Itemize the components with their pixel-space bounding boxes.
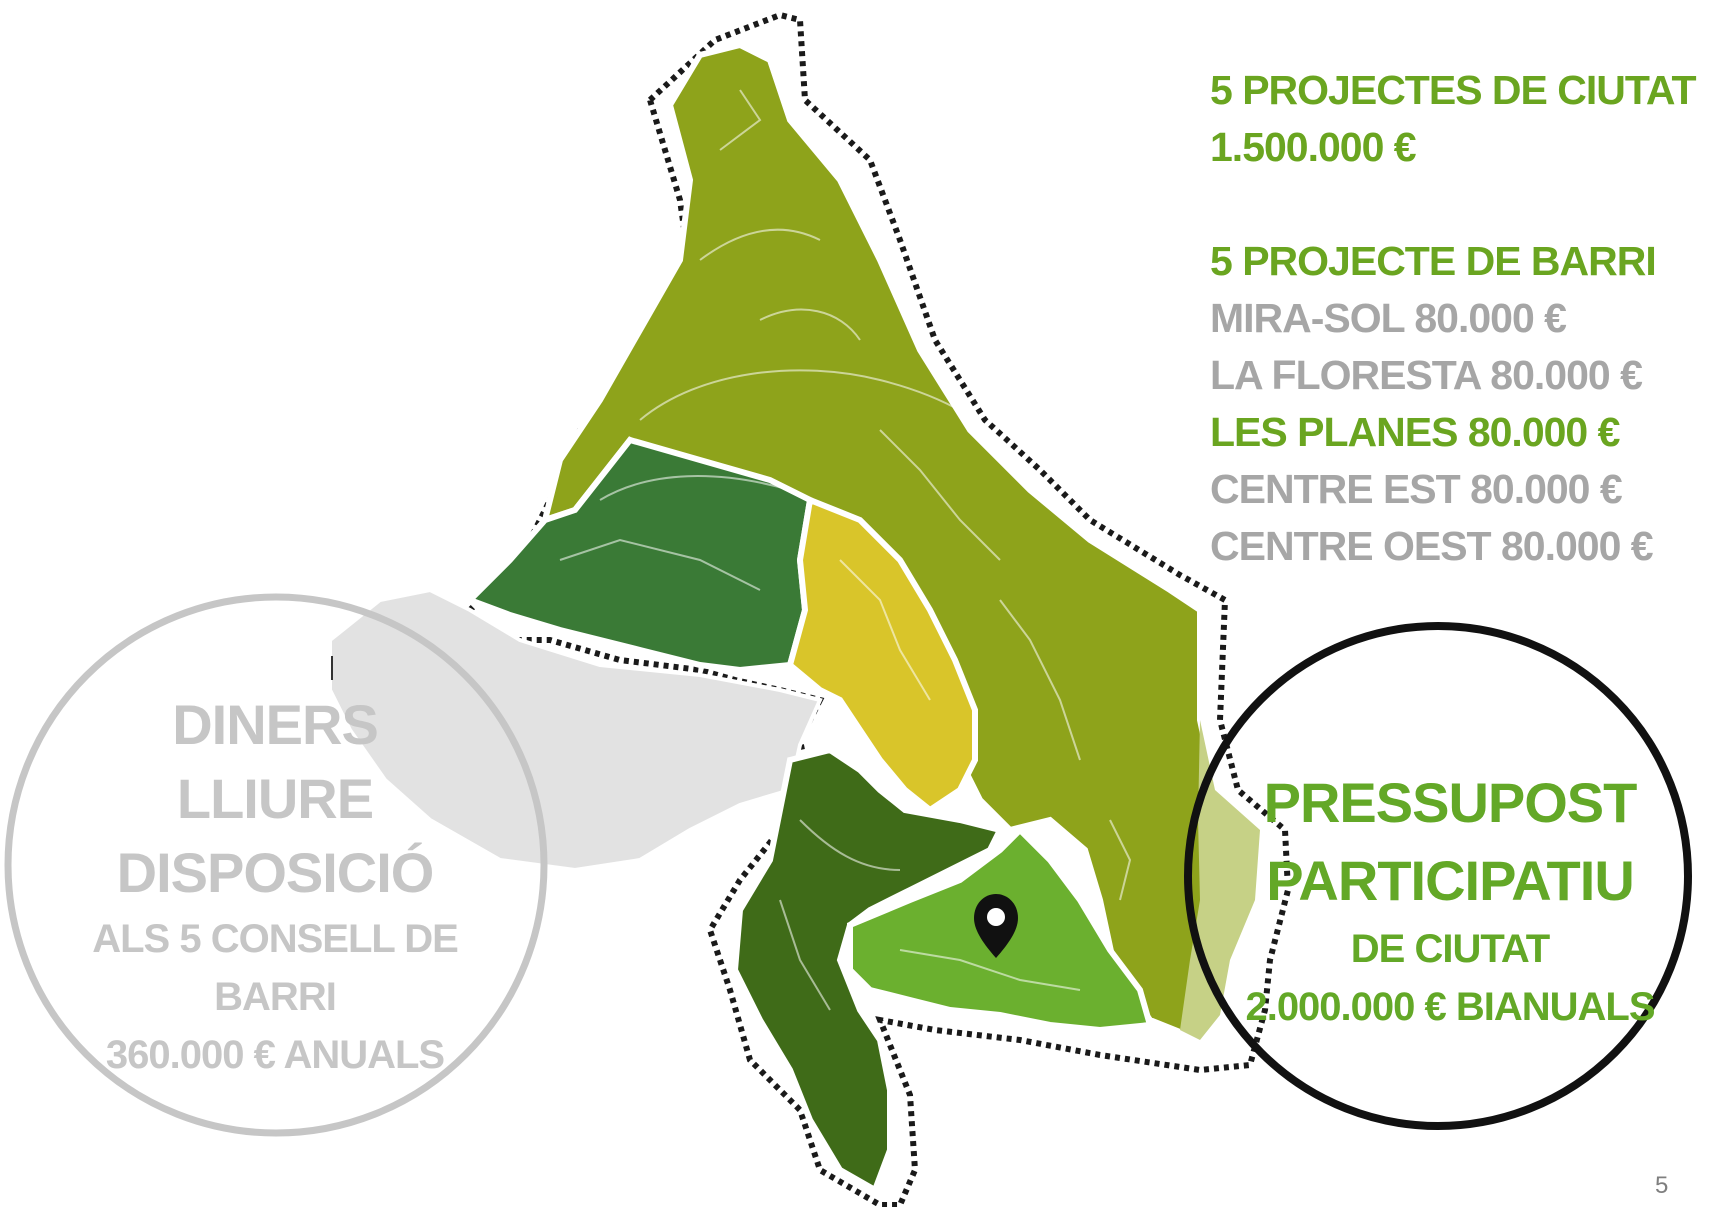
left-circle-line-2: LLIURE: [176, 767, 374, 830]
district-dark-green: [464, 436, 814, 674]
right-budget-circle: [1184, 622, 1692, 1130]
budget-line-centre-oest: CENTRE OEST 80.000 €: [1210, 523, 1654, 569]
dotted-boundary: [460, 11, 1292, 1207]
budget-line-city-projects: 5 PROJECTES DE CIUTAT: [1210, 67, 1697, 113]
left-circle-line-6: 360.000 € ANUALS: [105, 1033, 445, 1077]
left-budget-circle: [4, 593, 548, 1137]
right-circle-line-4: 2.000.000 € BIANUALS: [1245, 985, 1655, 1029]
budget-line-la-floresta: LA FLORESTA 80.000 €: [1210, 352, 1643, 398]
left-circle-text: DINERS LLIURE DISPOSICIÓ ALS 5 CONSELL D…: [40, 688, 510, 1084]
district-yellow: [786, 495, 978, 814]
budget-line-centre-est: CENTRE EST 80.000 €: [1210, 466, 1623, 512]
left-circle-line-3: DISPOSICIÓ: [116, 841, 435, 904]
map-pin-icon: [974, 894, 1018, 958]
budget-line-neighbourhood-projects: 5 PROJECTE DE BARRI: [1210, 238, 1657, 284]
left-circle-line-4: ALS 5 CONSELL DE: [92, 917, 459, 961]
budget-line-spacer: [1210, 176, 1710, 233]
district-forest: [731, 746, 1005, 1195]
street-lines: [559, 89, 1132, 1011]
right-circle-line-1: PRESSUPOST: [1263, 771, 1638, 834]
page-number: 5: [1655, 1172, 1669, 1199]
right-circle-line-2: PARTICIPATIU: [1266, 849, 1635, 912]
left-circle-line-5: BARRI: [214, 975, 337, 1019]
left-circle-line-1: DINERS: [172, 693, 379, 756]
budget-line-city-amount: 1.500.000 €: [1210, 124, 1417, 170]
budget-line-mira-sol: MIRA-SOL 80.000 €: [1210, 295, 1567, 341]
budget-line-les-planes: LES PLANES 80.000 €: [1210, 409, 1620, 455]
right-circle-text: PRESSUPOST PARTICIPATIU DE CIUTAT 2.000.…: [1210, 764, 1690, 1036]
right-circle-line-3: DE CIUTAT: [1350, 927, 1550, 971]
budget-list: 5 PROJECTES DE CIUTAT 1.500.000 € 5 PROJ…: [1210, 62, 1710, 575]
